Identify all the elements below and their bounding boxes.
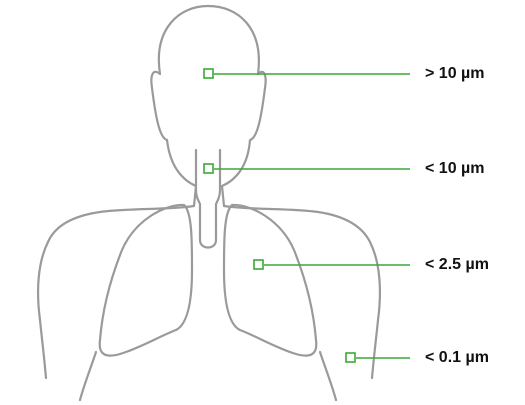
label-lungs: < 2.5 µm [425, 257, 489, 273]
leader-lungs [254, 260, 410, 269]
label-throat: < 10 µm [425, 161, 484, 177]
marker-lungs [254, 260, 263, 269]
left-lung-outline [100, 205, 192, 356]
marker-throat [204, 164, 213, 173]
leader-blood [346, 353, 410, 362]
body-outline [38, 6, 380, 400]
right-lung-outline [224, 205, 316, 356]
marker-head [204, 69, 213, 78]
head-outline [38, 6, 380, 378]
leader-head [204, 69, 410, 78]
marker-blood [346, 353, 355, 362]
label-blood: < 0.1 µm [425, 350, 489, 366]
arm-right-inner [320, 352, 336, 400]
leader-throat [204, 164, 410, 173]
label-head: > 10 µm [425, 66, 484, 82]
arm-left-inner [80, 352, 96, 400]
